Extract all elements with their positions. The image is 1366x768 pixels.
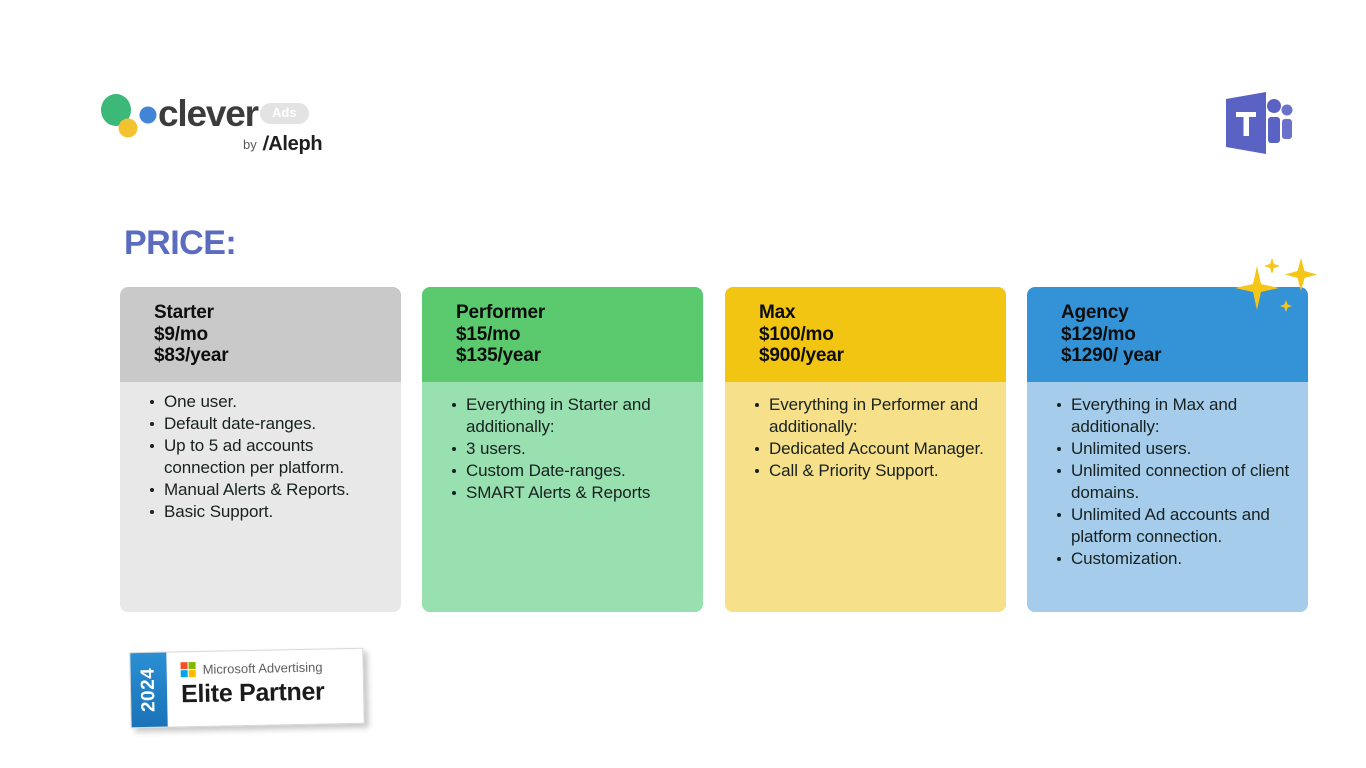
pricing-card-performer[interactable]: Performer $15/mo $135/year Everything in… — [422, 287, 703, 612]
card-header: Starter $9/mo $83/year — [120, 287, 401, 382]
ads-badge: Ads — [260, 103, 309, 124]
plan-price-yearly: $1290/ year — [1061, 345, 1162, 366]
list-item: Default date-ranges. — [150, 413, 385, 435]
list-item: One user. — [150, 391, 385, 413]
list-item: Unlimited Ad accounts and platform conne… — [1057, 504, 1292, 548]
aleph-label: Aleph — [268, 133, 323, 155]
card-body: Everything in Performer and additionally… — [725, 382, 1006, 612]
card-body: Everything in Max and additionally: Unli… — [1027, 382, 1308, 612]
plan-price-monthly: $15/mo — [456, 324, 521, 345]
brand-wordmark: clever — [158, 93, 259, 134]
aleph-wordmark: /Aleph — [262, 133, 323, 155]
list-item: Custom Date-ranges. — [452, 460, 687, 482]
plan-price-monthly: $129/mo — [1061, 324, 1136, 345]
pricing-card-starter[interactable]: Starter $9/mo $83/year One user. Default… — [120, 287, 401, 612]
feature-list: One user. Default date-ranges. Up to 5 a… — [136, 391, 385, 523]
plan-price-yearly: $135/year — [456, 345, 541, 366]
list-item: Up to 5 ad accounts connection per platf… — [150, 435, 385, 479]
clever-dots-icon — [101, 94, 157, 138]
feature-list: Everything in Performer and additionally… — [741, 394, 990, 482]
list-item: Dedicated Account Manager. — [755, 438, 990, 460]
card-header: Performer $15/mo $135/year — [422, 287, 703, 382]
list-item: Unlimited users. — [1057, 438, 1292, 460]
feature-list: Everything in Max and additionally: Unli… — [1043, 394, 1292, 570]
brand-by-label: by — [243, 137, 257, 152]
list-item: Everything in Performer and additionally… — [755, 394, 990, 438]
page-title: PRICE: — [124, 224, 237, 262]
badge-year-strip: 2024 — [130, 652, 168, 728]
feature-list: Everything in Starter and additionally: … — [438, 394, 687, 504]
card-body: One user. Default date-ranges. Up to 5 a… — [120, 382, 401, 612]
plan-name: Agency — [1061, 302, 1129, 323]
badge-program-row: Microsoft Advertising — [180, 659, 362, 678]
plan-price-yearly: $900/year — [759, 345, 844, 366]
badge-year-label: 2024 — [137, 667, 160, 713]
plan-name: Performer — [456, 302, 546, 323]
badge-tier-label: Elite Partner — [180, 677, 325, 709]
list-item: Everything in Max and additionally: — [1057, 394, 1292, 438]
card-header: Max $100/mo $900/year — [725, 287, 1006, 382]
list-item: SMART Alerts & Reports — [452, 482, 687, 504]
plan-name: Max — [759, 302, 796, 323]
plan-price-monthly: $100/mo — [759, 324, 834, 345]
plan-price-monthly: $9/mo — [154, 324, 208, 345]
list-item: 3 users. — [452, 438, 687, 460]
list-item: Manual Alerts & Reports. — [150, 479, 385, 501]
microsoft-teams-logo — [1226, 92, 1293, 154]
microsoft-logo-icon — [180, 661, 196, 678]
card-header: Agency $129/mo $1290/ year — [1027, 287, 1308, 382]
list-item: Customization. — [1057, 548, 1292, 570]
list-item: Call & Priority Support. — [755, 460, 990, 482]
badge-content: Microsoft Advertising Elite Partner — [166, 649, 363, 727]
card-body: Everything in Starter and additionally: … — [422, 382, 703, 612]
microsoft-elite-partner-badge: 2024 Microsoft Advertising Elite Partner — [129, 647, 365, 729]
pricing-card-max[interactable]: Max $100/mo $900/year Everything in Perf… — [725, 287, 1006, 612]
list-item: Everything in Starter and additionally: — [452, 394, 687, 438]
pricing-card-agency[interactable]: Agency $129/mo $1290/ year Everything in… — [1027, 287, 1308, 612]
list-item: Unlimited connection of client domains. — [1057, 460, 1292, 504]
clever-ads-logo: clever Ads by /Aleph — [100, 92, 360, 162]
pricing-cards: Starter $9/mo $83/year One user. Default… — [120, 287, 1310, 612]
plan-name: Starter — [154, 302, 214, 323]
plan-price-yearly: $83/year — [154, 345, 229, 366]
badge-program-label: Microsoft Advertising — [202, 659, 323, 677]
list-item: Basic Support. — [150, 501, 385, 523]
